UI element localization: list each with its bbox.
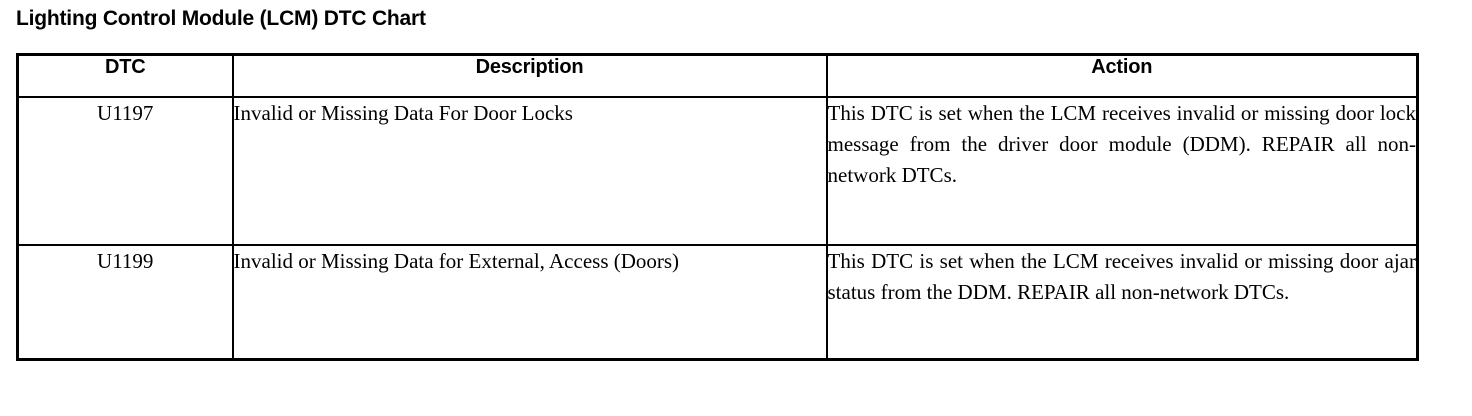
table-body: U1197 Invalid or Missing Data For Door L… xyxy=(16,96,1419,361)
table-header-row: DTC Description Action xyxy=(16,53,1419,98)
cell-dtc-action: This DTC is set when the LCM receives in… xyxy=(825,96,1419,246)
column-header-action: Action xyxy=(825,53,1419,98)
cell-dtc-action: This DTC is set when the LCM receives in… xyxy=(825,244,1419,361)
table-row: U1199 Invalid or Missing Data for Extern… xyxy=(16,244,1419,361)
table-row: U1197 Invalid or Missing Data For Door L… xyxy=(16,96,1419,246)
column-header-dtc: DTC xyxy=(16,53,234,98)
cell-dtc-code: U1197 xyxy=(16,96,234,246)
cell-dtc-description: Invalid or Missing Data For Door Locks xyxy=(231,96,828,246)
table-header: DTC Description Action xyxy=(16,53,1419,98)
cell-dtc-description: Invalid or Missing Data for External, Ac… xyxy=(231,244,828,361)
page-title: Lighting Control Module (LCM) DTC Chart xyxy=(16,7,426,30)
dtc-chart-table: DTC Description Action U1197 Invalid or … xyxy=(16,53,1419,361)
column-header-description: Description xyxy=(231,53,828,98)
cell-dtc-code: U1199 xyxy=(16,244,234,361)
